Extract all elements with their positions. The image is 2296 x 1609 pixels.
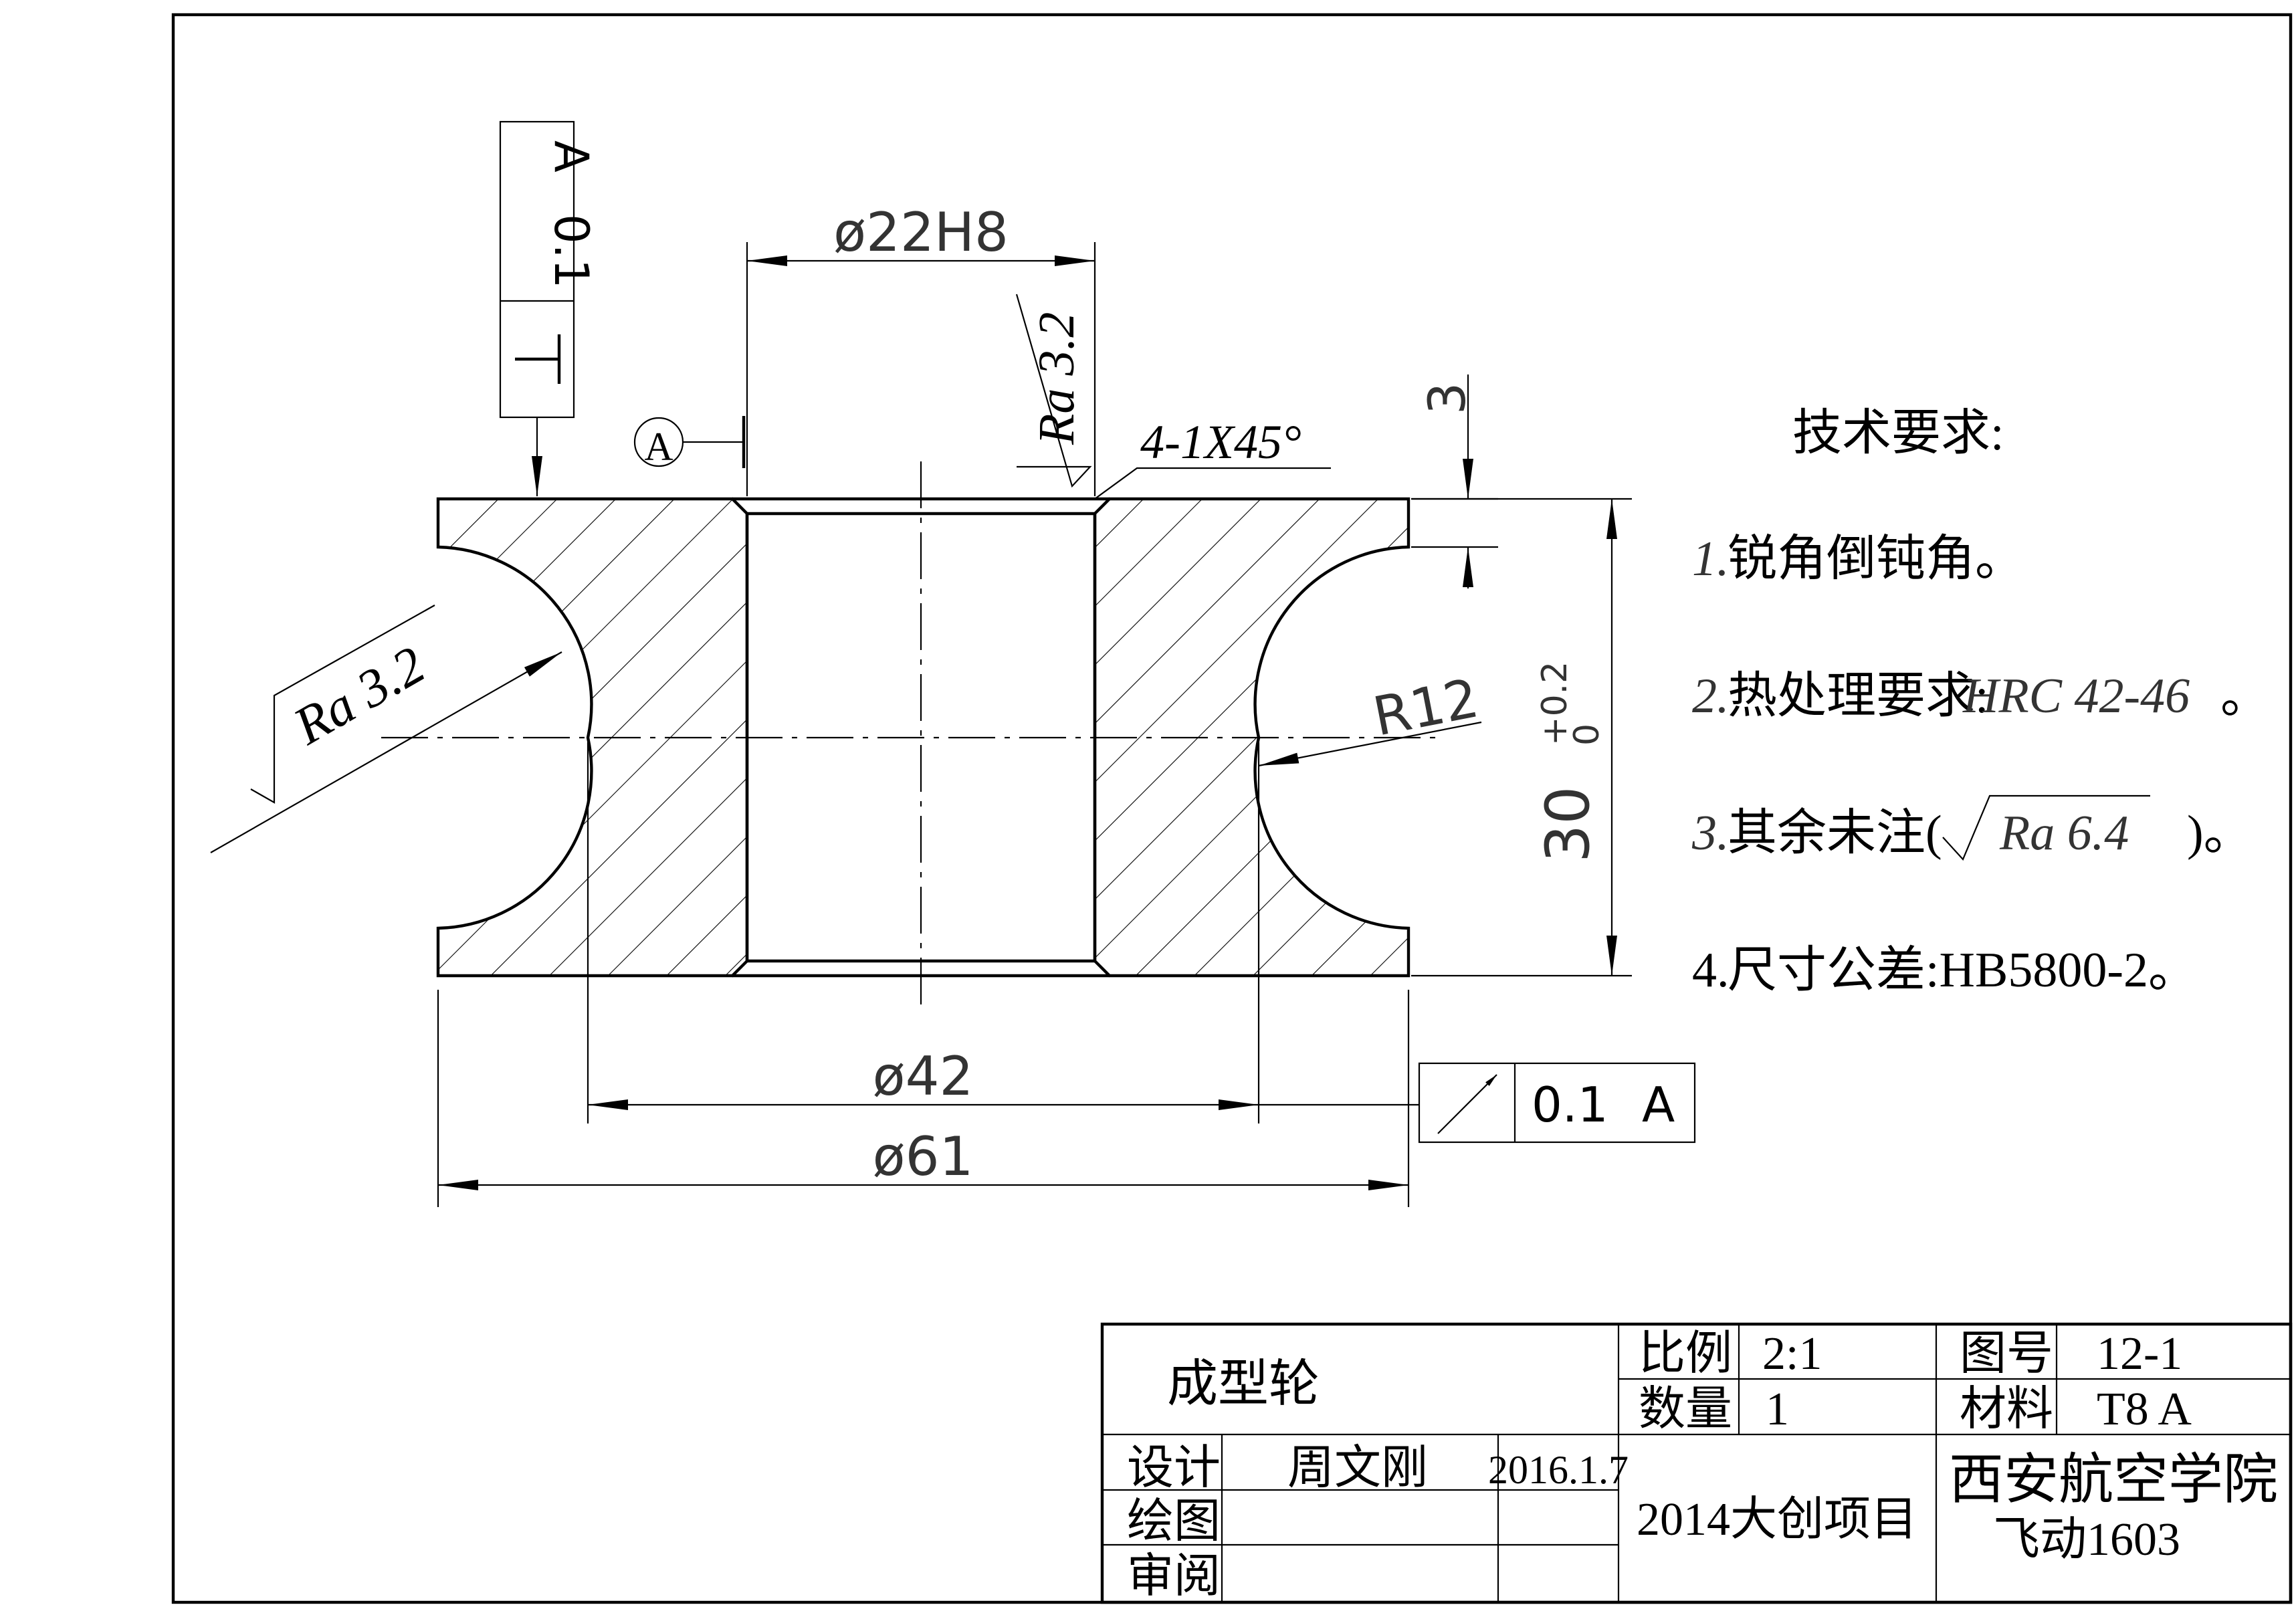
tb-quantity-label: 数量 <box>1639 1384 1732 1435</box>
tb-designer: 周文刚 <box>1287 1442 1428 1494</box>
notes-title: 技术要求: <box>1792 406 2004 461</box>
dim-radius-text: R12 <box>1368 667 1483 748</box>
note-2-num: 2. <box>1692 669 1730 724</box>
dim-height-tol-upper: +0.2 <box>1535 661 1575 746</box>
dim-bore-text: ø22H8 <box>833 201 1009 263</box>
note-3-text: 其余未注( <box>1728 806 1942 861</box>
runout-arrow-icon <box>1437 1074 1497 1134</box>
note-2-text: 热处理要求: <box>1728 669 1989 724</box>
roughness-bore: Ra 3.2 <box>1015 294 1092 488</box>
tech-notes: 技术要求: 1. 锐角倒钝角。 2. 热处理要求: HRC 42-46 。 3.… <box>1691 406 2270 998</box>
fcf-perp-value: 0.1 <box>544 214 599 288</box>
title-block: 成型轮 比例 2:1 数量 1 图号 12-1 材料 T8 A 设计 周文刚 2… <box>1100 1322 2293 1604</box>
tb-school: 西安航空学院 <box>1949 1449 2278 1510</box>
note-1-text: 锐角倒钝角。 <box>1728 532 2024 586</box>
fcf-runout: 0.1 A <box>1259 1062 1696 1144</box>
tb-quantity-value: 1 <box>1766 1384 1789 1435</box>
fcf-perpendicularity: A 0.1 <box>499 120 599 496</box>
roughness-groove: Ra 3.2 <box>210 605 562 853</box>
tb-drawing-no-value: 12-1 <box>2097 1328 2182 1380</box>
tb-drawing-no-label: 图号 <box>1960 1328 2053 1380</box>
fcf-runout-datum: A <box>1642 1077 1675 1133</box>
note-1-num: 1. <box>1692 532 1730 586</box>
tb-project: 2014大创项目 <box>1637 1494 1917 1545</box>
tb-part-name: 成型轮 <box>1167 1356 1320 1412</box>
note-3-end: )。 <box>2187 806 2253 861</box>
note-3-num: 3. <box>1691 806 1730 861</box>
dim-inner-text: ø42 <box>873 1045 974 1107</box>
section-left <box>436 497 749 978</box>
dim-flange-text: 3 <box>1417 383 1477 415</box>
dim-flange: 3 <box>1411 374 1498 588</box>
tb-material-value: T8 A <box>2097 1384 2192 1435</box>
tb-scale-label: 比例 <box>1639 1328 1732 1380</box>
note-2-end: 。 <box>2220 669 2270 724</box>
dim-outer-text: ø61 <box>873 1125 974 1188</box>
roughness-check-icon <box>1942 794 2150 861</box>
note-4-num: 4. <box>1692 943 1730 998</box>
tb-draw-label: 绘图 <box>1127 1496 1221 1547</box>
roughness-bore-text: Ra 3.2 <box>1029 312 1085 445</box>
tb-date: 2016.1.7 <box>1488 1448 1629 1492</box>
dim-radius: R12 <box>1258 667 1483 767</box>
tb-material-label: 材料 <box>1960 1384 2053 1435</box>
dim-height-text: 30 <box>1533 786 1603 863</box>
note-3-extra: Ra 6.4 <box>1999 806 2129 861</box>
datum-letter: A <box>644 425 673 469</box>
tb-scale-value: 2:1 <box>1762 1328 1822 1380</box>
dim-height: 30 +0.2 0 <box>1411 498 1632 977</box>
fcf-runout-value: 0.1 <box>1532 1077 1608 1133</box>
tb-review-label: 审阅 <box>1127 1551 1221 1602</box>
dim-height-tol-lower: 0 <box>1567 724 1607 746</box>
chamfer-label: 4-1X45° <box>1094 415 1331 500</box>
chamfer-text: 4-1X45° <box>1140 415 1301 469</box>
part-section <box>381 461 1445 1010</box>
tb-design-label: 设计 <box>1127 1442 1221 1494</box>
note-4: 尺寸公差:HB5800-2。 <box>1728 943 2198 998</box>
datum-a: A <box>633 416 746 469</box>
note-2-extra: HRC 42-46 <box>1962 669 2190 724</box>
dim-inner: ø42 <box>587 742 1260 1123</box>
tb-class: 飞动1603 <box>1993 1514 2180 1566</box>
dim-outer: ø61 <box>437 990 1410 1207</box>
fcf-perp-datum: A <box>544 140 599 173</box>
dim-bore: ø22H8 <box>746 201 1096 496</box>
